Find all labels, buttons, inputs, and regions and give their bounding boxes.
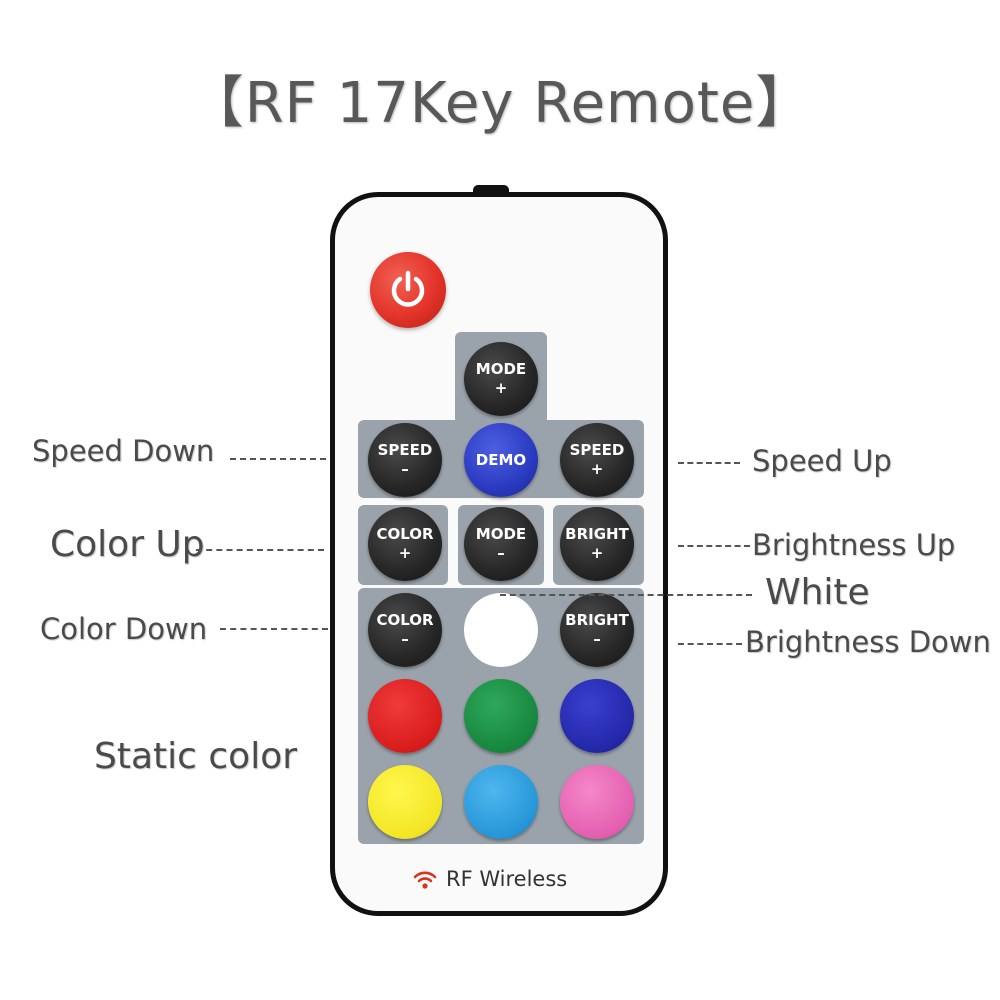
static-blue-button[interactable] [560,679,634,753]
leader-brightness-down [678,643,742,645]
mode-up-button[interactable]: MODE + [464,342,538,416]
remote-notch [473,185,509,195]
rf-wireless-text: RF Wireless [446,867,568,891]
static-pink-button[interactable] [560,765,634,839]
static-red-button[interactable] [368,679,442,753]
static-green-button[interactable] [464,679,538,753]
color-up-label: COLOR [376,525,434,543]
label-speed-down: Speed Down [32,434,215,468]
speed-up-button[interactable]: SPEED + [560,423,634,497]
leader-speed-up [678,462,740,464]
speed-down-label: SPEED [377,441,433,459]
bright-down-button[interactable]: BRIGHT – [560,593,634,667]
mode-up-label: MODE [475,360,527,378]
leader-brightness-up [678,545,750,547]
leader-white [500,594,752,596]
demo-button[interactable]: DEMO [464,423,538,497]
rf-wireless-footer: RF Wireless [412,864,602,894]
bright-down-sign: – [593,630,601,648]
color-up-sign: + [398,544,412,562]
power-button[interactable] [370,252,446,328]
mode-down-sign: – [497,544,505,562]
label-speed-up: Speed Up [752,444,892,478]
static-sky-blue-button[interactable] [464,765,538,839]
label-static-color: Static color [94,736,298,777]
bright-up-button[interactable]: BRIGHT + [560,507,634,581]
label-white: White [765,572,870,613]
bright-up-label: BRIGHT [565,525,629,543]
wifi-icon [413,871,437,889]
leader-color-up [196,549,324,551]
mode-down-label: MODE [475,525,527,543]
label-brightness-down: Brightness Down [745,625,991,659]
leader-speed-down [230,458,326,460]
speed-down-sign: – [401,460,409,478]
color-down-label: COLOR [376,611,434,629]
speed-up-label: SPEED [569,441,625,459]
power-icon [391,270,425,307]
color-down-button[interactable]: COLOR – [368,593,442,667]
color-up-button[interactable]: COLOR + [368,507,442,581]
mode-up-sign: + [494,379,508,397]
demo-label: DEMO [475,450,527,469]
label-color-down: Color Down [40,612,208,646]
bright-down-label: BRIGHT [565,611,629,629]
bright-up-sign: + [590,544,604,562]
label-brightness-up: Brightness Up [752,528,956,562]
speed-up-sign: + [590,460,604,478]
white-button[interactable] [464,593,538,667]
leader-color-down [220,628,328,630]
static-yellow-button[interactable] [368,765,442,839]
label-color-up: Color Up [50,524,205,565]
speed-down-button[interactable]: SPEED – [368,423,442,497]
mode-down-button[interactable]: MODE – [464,507,538,581]
page-title: 【RF 17Key Remote】 [187,71,813,136]
color-down-sign: – [401,630,409,648]
